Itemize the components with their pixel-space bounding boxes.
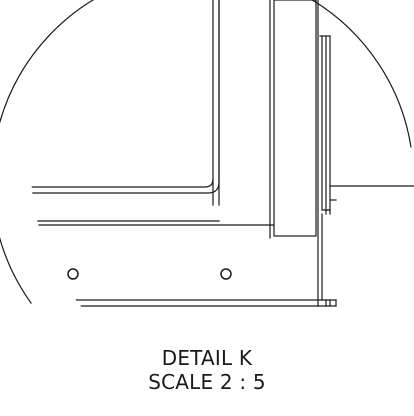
mounting-hole-right [220, 268, 232, 280]
detail-boundary-arc [0, 0, 412, 304]
mounting-hole-left [67, 268, 79, 280]
inner-panel [31, 0, 275, 239]
detail-scale: SCALE 2 : 5 [148, 370, 266, 394]
frame-profile [273, 0, 414, 237]
detail-title: DETAIL K [161, 346, 253, 370]
